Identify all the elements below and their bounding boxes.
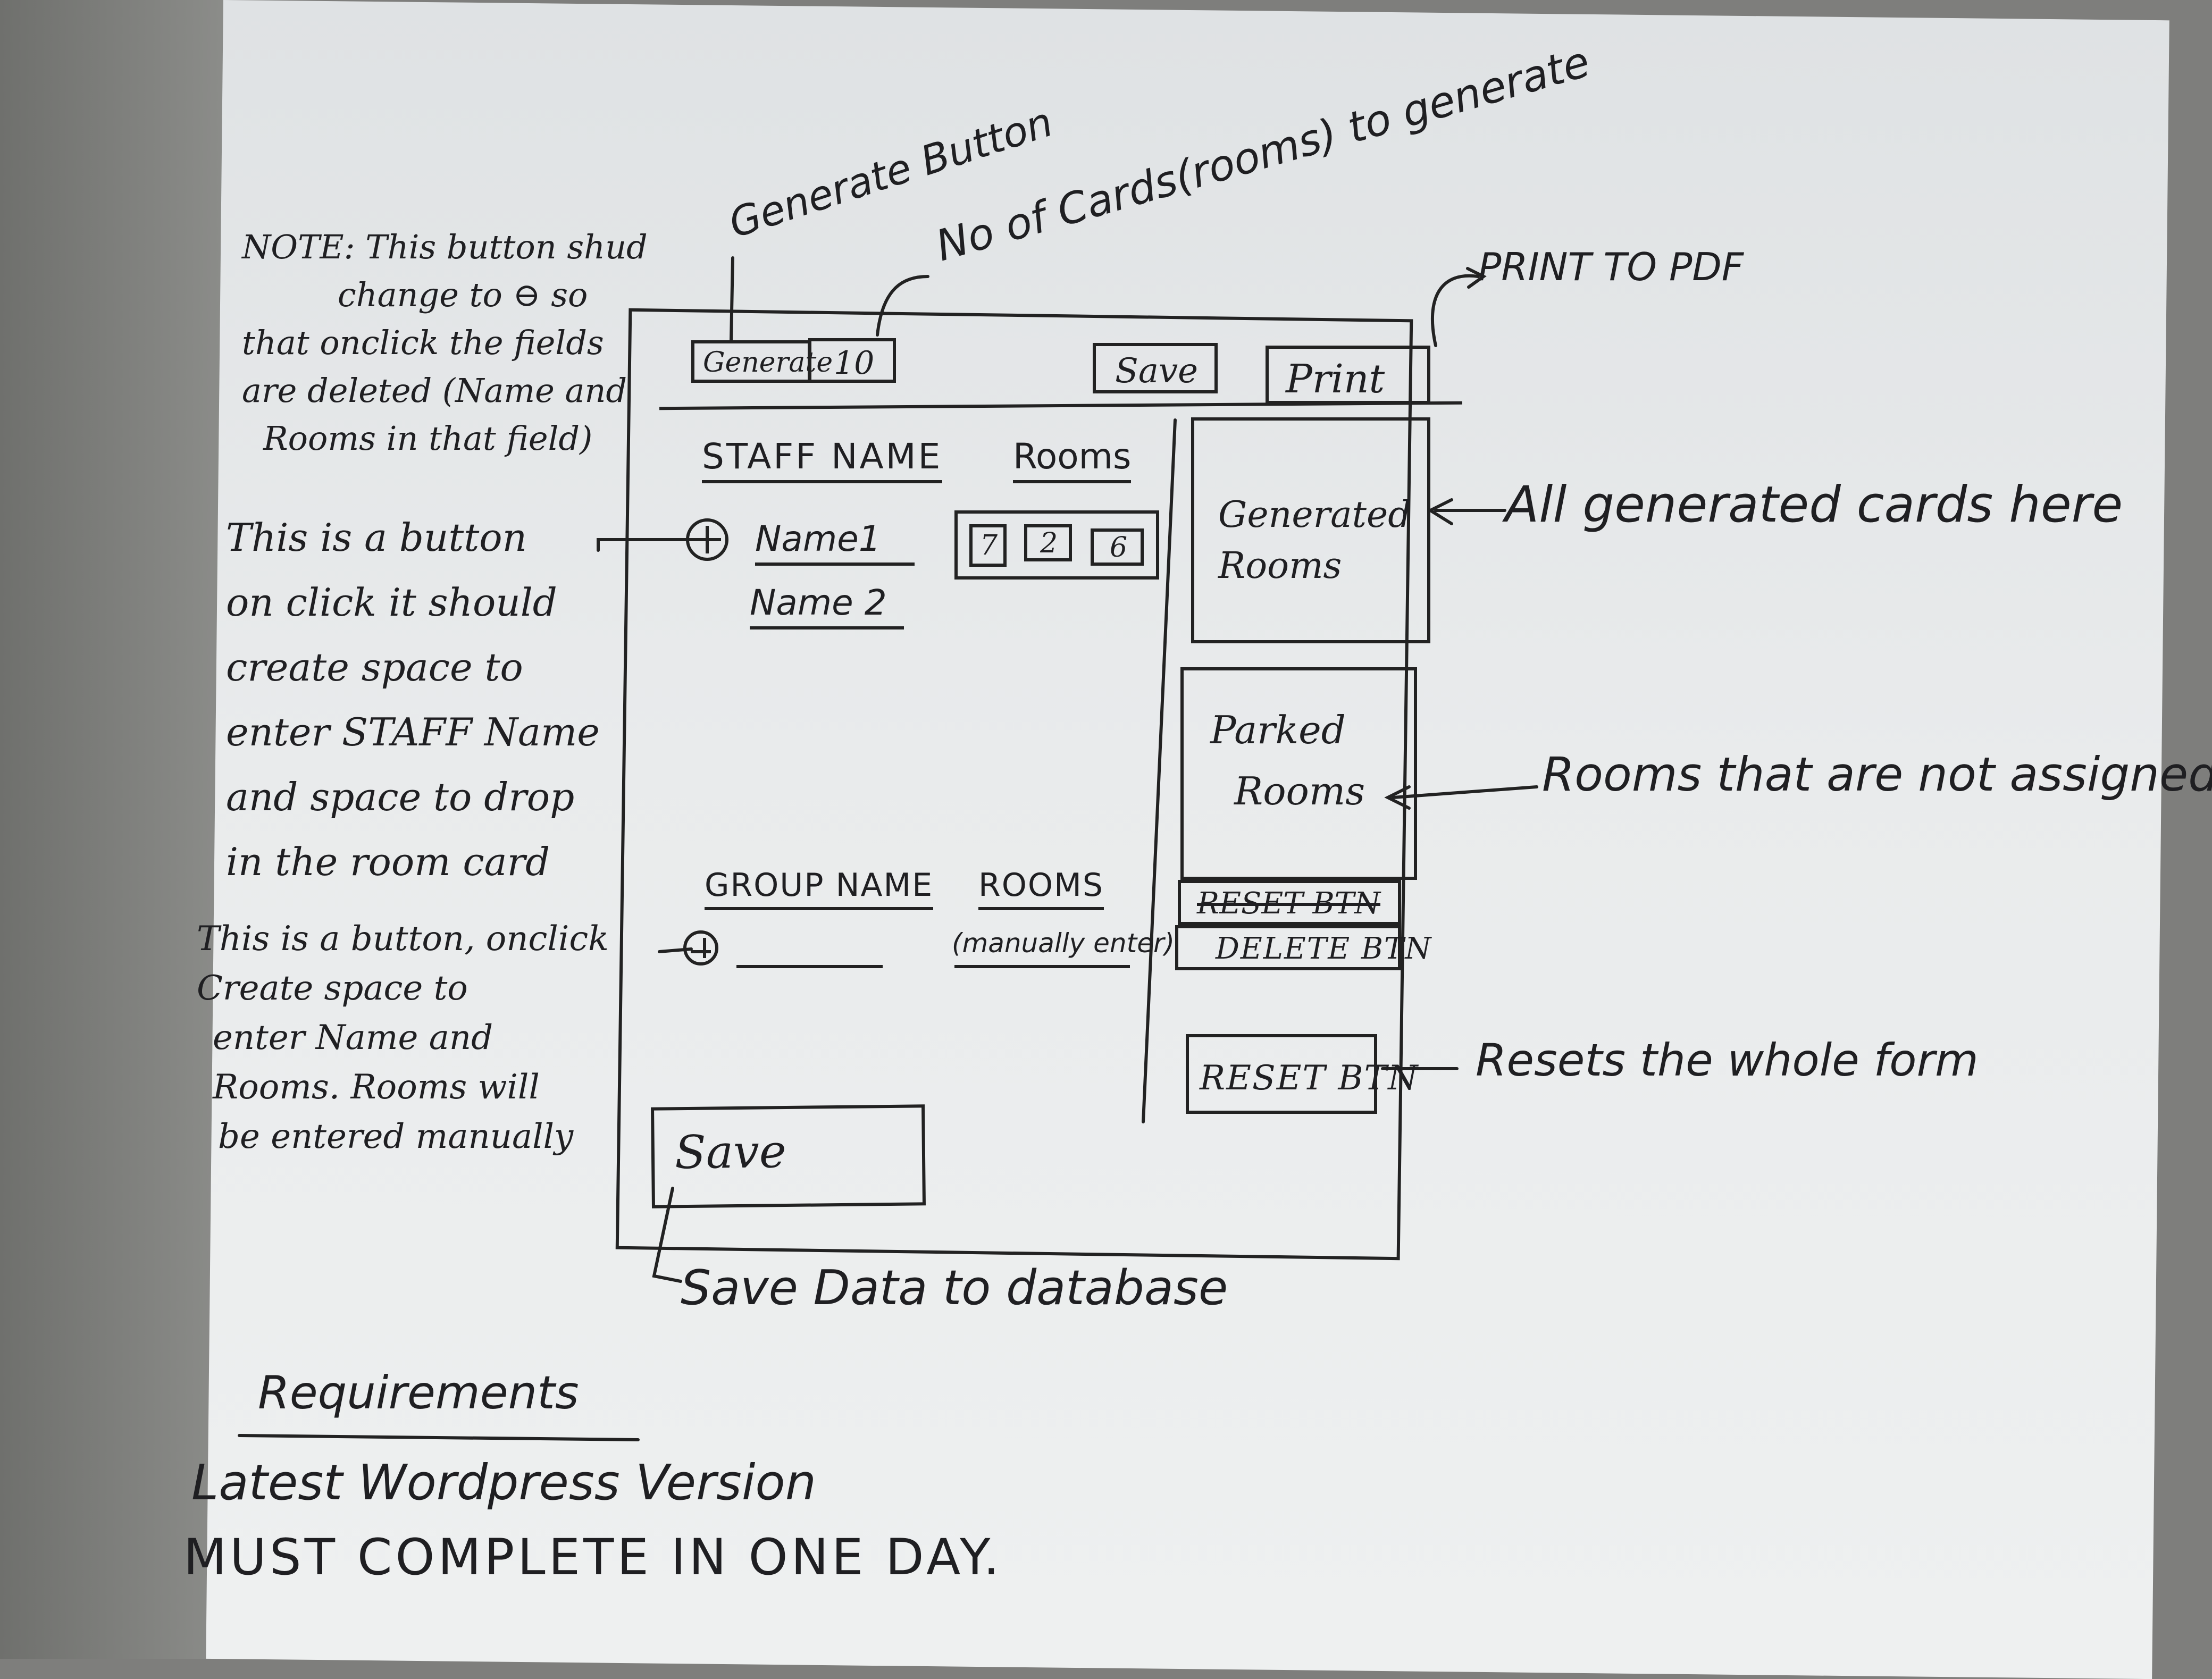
room-drop-zone[interactable]: 7 2 6 bbox=[954, 510, 1159, 580]
requirement-line-1: Latest Wordpress Version bbox=[191, 1454, 817, 1511]
requirements-heading: Requirements bbox=[258, 1366, 579, 1420]
generated-cards-annotation: All generated cards here bbox=[1505, 476, 2123, 534]
room-card-label: 2 bbox=[1040, 527, 1058, 559]
staff-name-field-1[interactable]: Name1 bbox=[755, 518, 915, 566]
group-name-header: GROUP NAME bbox=[705, 867, 934, 910]
delete-button[interactable]: DELETE BTN bbox=[1175, 925, 1431, 970]
group-rooms-header: ROOMS bbox=[978, 867, 1104, 910]
print-button[interactable]: Print bbox=[1266, 346, 1430, 404]
save-bottom-label: Save bbox=[674, 1125, 787, 1180]
save-bottom-button[interactable]: Save bbox=[651, 1104, 926, 1208]
print-label: Print bbox=[1286, 356, 1385, 402]
delete-label: DELETE BTN bbox=[1216, 931, 1432, 966]
note-group-add-button: This is a button, onclick Create space t… bbox=[197, 919, 609, 1156]
generate-button[interactable]: Generate bbox=[691, 340, 833, 383]
staff-name-field-2[interactable]: Name 2 bbox=[750, 582, 904, 629]
group-rooms-hint: (manually enter) bbox=[952, 928, 1175, 959]
add-staff-icon[interactable] bbox=[686, 518, 728, 561]
requirement-line-2: MUST COMPLETE IN ONE DAY. bbox=[183, 1529, 1003, 1586]
note-remove-button: NOTE: This button shud change to ⊖ so th… bbox=[242, 228, 648, 458]
parked-rooms-label-1: Parked bbox=[1210, 708, 1346, 752]
save-data-annotation: Save Data to database bbox=[681, 1260, 1228, 1316]
staff-rooms-header: Rooms bbox=[1013, 436, 1132, 483]
desk-background bbox=[0, 0, 229, 1659]
staff-name-header: STAFF NAME bbox=[702, 436, 943, 483]
card-count-value: 10 bbox=[834, 345, 875, 382]
room-card[interactable]: 2 bbox=[1024, 524, 1072, 561]
generated-rooms-label: Generated Rooms bbox=[1218, 494, 1411, 587]
print-pdf-annotation: PRINT TO PDF bbox=[1478, 245, 1744, 289]
reset-annotation: Resets the whole form bbox=[1476, 1034, 1979, 1086]
reset-label: RESET BTN bbox=[1200, 1059, 1419, 1098]
parked-rooms-label-2: Rooms bbox=[1234, 769, 1365, 813]
struck-reset-button: RESET BTN bbox=[1178, 880, 1401, 925]
parked-rooms-panel[interactable]: Parked Rooms bbox=[1180, 667, 1417, 880]
room-card[interactable]: 6 bbox=[1091, 528, 1144, 566]
reset-button[interactable]: RESET BTN bbox=[1186, 1034, 1418, 1114]
card-count-input[interactable]: 10 bbox=[808, 338, 896, 383]
room-card[interactable]: 7 bbox=[969, 524, 1007, 567]
room-card-label: 7 bbox=[980, 530, 998, 561]
generated-rooms-panel[interactable]: Generated Rooms bbox=[1191, 417, 1430, 643]
save-top-label: Save bbox=[1115, 351, 1199, 391]
room-card-label: 6 bbox=[1110, 532, 1128, 564]
add-group-icon[interactable] bbox=[683, 930, 718, 966]
parked-rooms-annotation: Rooms that are not assigned bbox=[1542, 747, 2212, 802]
group-rooms-input[interactable] bbox=[954, 965, 1130, 968]
note-staff-add-button: This is a button on click it should crea… bbox=[226, 515, 600, 884]
struck-reset-label: RESET BTN bbox=[1197, 886, 1380, 921]
save-top-button[interactable]: Save bbox=[1093, 343, 1218, 393]
group-name-input[interactable] bbox=[736, 965, 883, 968]
